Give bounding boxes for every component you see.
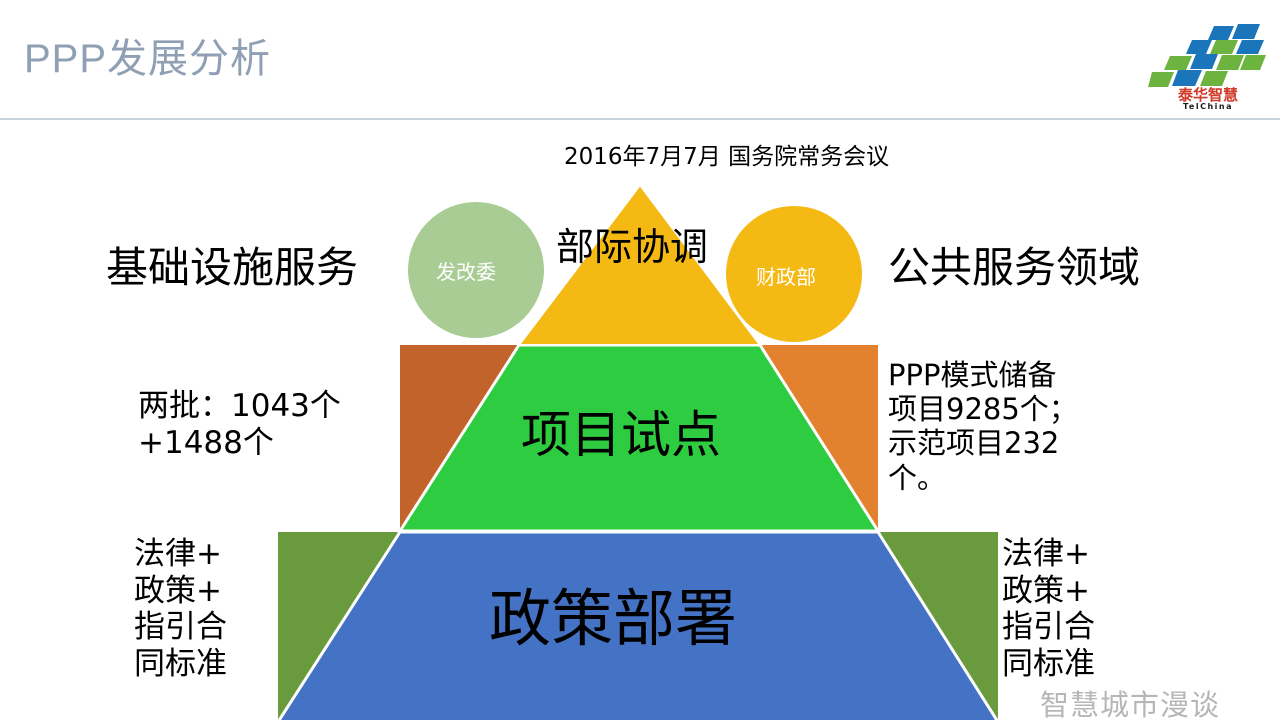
telchina-logo: 泰华智慧 TelChina bbox=[1148, 14, 1266, 110]
svg-text:泰华智慧: 泰华智慧 bbox=[1177, 86, 1238, 104]
circle-ndrc-label: 发改委 bbox=[436, 260, 496, 284]
top-band-triangle bbox=[516, 183, 762, 346]
middle-right-note: PPP模式储备 项目9285个； 示范项目232 个。 bbox=[888, 358, 1078, 495]
watermark: 智慧城市漫谈 bbox=[1040, 688, 1221, 722]
apex-annotation: 2016年7月7月 国务院常务会议 bbox=[564, 144, 890, 170]
bottom-right-note: 法律+ 政策+ 指引合 同标准 bbox=[1002, 536, 1095, 682]
circle-ndrc bbox=[408, 202, 544, 338]
side-heading-left: 基础设施服务 bbox=[106, 243, 359, 292]
circle-mof-label: 财政部 bbox=[756, 265, 816, 289]
pyramid-level-top-label: 部际协调 bbox=[556, 225, 709, 269]
header-divider bbox=[0, 118, 1280, 120]
middle-left-note: 两批：1043个 +1488个 bbox=[138, 388, 341, 461]
bottom-left-note: 法律+ 政策+ 指引合 同标准 bbox=[134, 536, 227, 682]
svg-text:TelChina: TelChina bbox=[1183, 102, 1233, 110]
pyramid-level-middle-label: 项目试点 bbox=[521, 406, 721, 464]
page-title: PPP发展分析 bbox=[24, 37, 272, 81]
side-heading-right: 公共服务领域 bbox=[888, 243, 1141, 292]
pyramid-level-bottom-label: 政策部署 bbox=[489, 582, 738, 655]
circle-mof bbox=[726, 206, 862, 342]
